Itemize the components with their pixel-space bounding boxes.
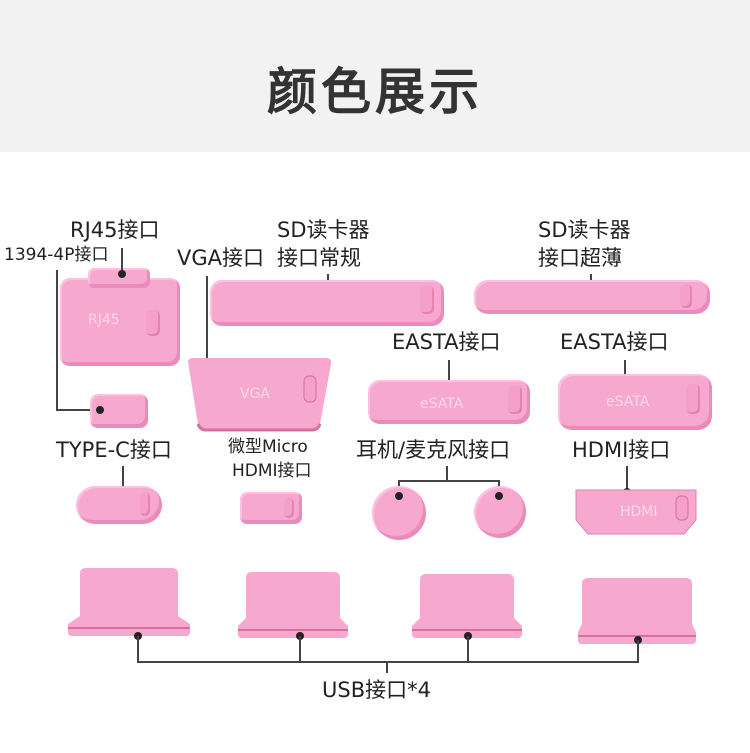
hdmi-plug xyxy=(575,489,697,535)
sd-regular-tab xyxy=(420,286,434,314)
audio-dot-left xyxy=(395,492,403,500)
hdmi-label: HDMI接口 xyxy=(572,438,671,462)
usb-plug-3 xyxy=(412,574,522,638)
audio-leader-v xyxy=(446,466,448,482)
sd-regular-label-2: 接口常规 xyxy=(277,246,361,270)
vga-plug xyxy=(188,358,332,432)
esata-plug-1 xyxy=(368,380,530,424)
usb-leader-h xyxy=(137,661,639,663)
usb-leader-3 xyxy=(467,636,469,662)
1394-dot xyxy=(96,406,104,414)
sd-regular-label-1: SD读卡器 xyxy=(277,218,370,242)
audio-label: 耳机/麦克风接口 xyxy=(356,438,511,462)
rj45-tab xyxy=(146,310,160,336)
hdmi-leader xyxy=(626,466,628,492)
typec-leader xyxy=(122,466,124,494)
rj45-leader xyxy=(121,248,123,274)
sd-thin-label-2: 接口超薄 xyxy=(538,246,622,270)
usb-plug-1 xyxy=(68,568,190,636)
typec-tab xyxy=(140,492,150,516)
vga-embossed-text: VGA xyxy=(240,386,271,402)
micro-hdmi-tab xyxy=(284,498,294,518)
esata-embossed-text-1: eSATA xyxy=(420,396,464,412)
1394-label: 1394-4P接口 xyxy=(4,245,109,265)
1394-leader-v xyxy=(56,270,58,410)
usb-leader-center xyxy=(386,661,388,673)
audio-leader-h xyxy=(398,480,500,482)
usb-label: USB接口*4 xyxy=(322,678,431,702)
audio-dot-right xyxy=(495,492,503,500)
rj45-dot xyxy=(118,270,126,278)
micro-hdmi-label-2: HDMI接口 xyxy=(232,461,312,481)
typec-label: TYPE-C接口 xyxy=(56,438,172,462)
vga-label: VGA接口 xyxy=(177,246,265,270)
rj45-plug-top xyxy=(88,268,150,288)
1394-leader-h xyxy=(56,409,102,411)
hdmi-embossed-text: HDMI xyxy=(620,504,658,520)
rj45-plug xyxy=(60,278,180,366)
esata-leader-1 xyxy=(448,360,450,396)
usb-leader-1 xyxy=(137,636,139,662)
usb-plug-2 xyxy=(238,572,348,638)
micro-hdmi-label-1: 微型Micro xyxy=(228,437,308,457)
sd-thin-plug xyxy=(474,280,710,314)
esata-label-2: EASTA接口 xyxy=(560,330,669,354)
sd-thin-tab xyxy=(680,284,692,308)
esata-tab-1 xyxy=(508,386,522,414)
rj45-label: RJ45接口 xyxy=(70,218,160,242)
esata-embossed-text-2: eSATA xyxy=(606,394,650,410)
usb-leader-4 xyxy=(637,640,639,662)
usb-leader-2 xyxy=(299,636,301,662)
header-banner xyxy=(0,0,750,152)
sd-thin-label-1: SD读卡器 xyxy=(538,218,631,242)
vga-leader xyxy=(206,276,208,366)
rj45-embossed-text: RJ45 xyxy=(88,312,120,328)
esata-tab-2 xyxy=(686,384,700,414)
sd-regular-plug xyxy=(210,280,444,326)
esata-label-1: EASTA接口 xyxy=(392,330,501,354)
page-title: 颜色展示 xyxy=(267,63,483,121)
